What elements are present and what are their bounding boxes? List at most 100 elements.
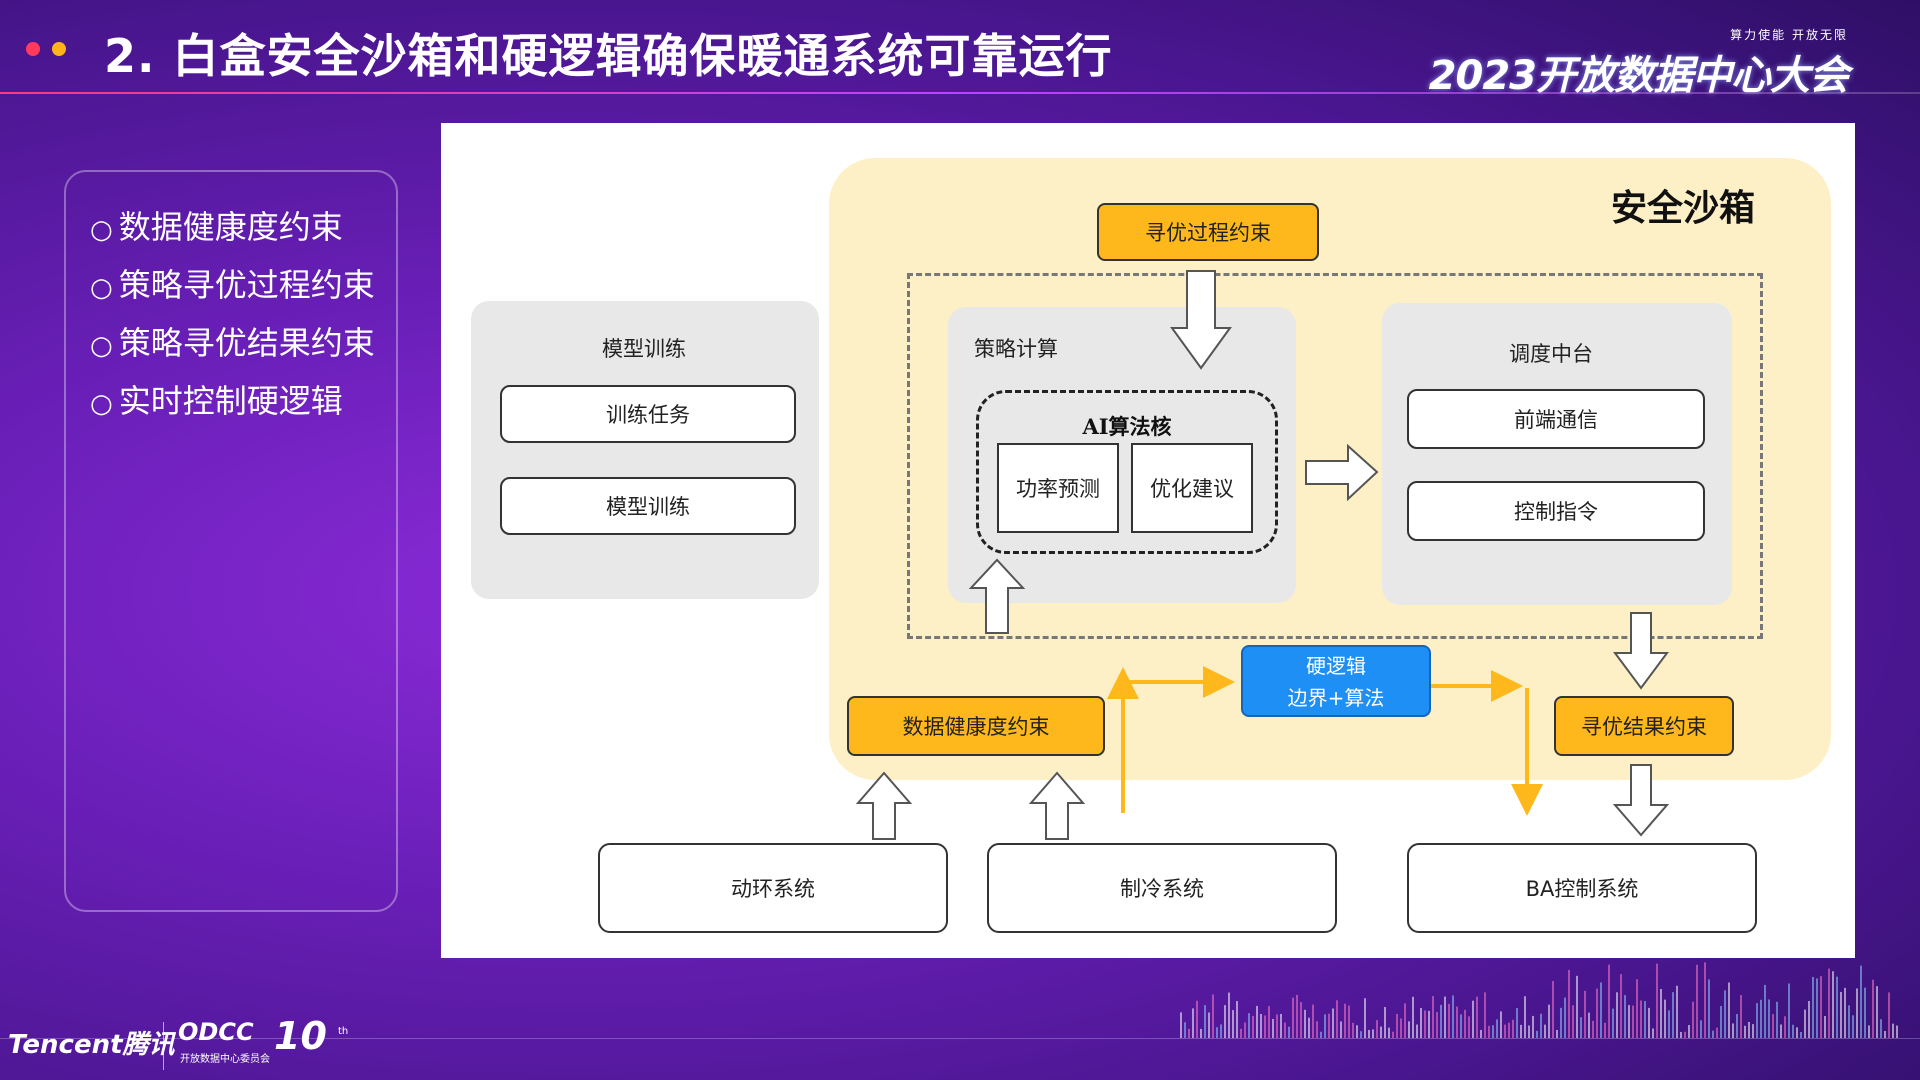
down-arrow-icon	[1170, 270, 1232, 370]
decorative-bar	[1700, 1020, 1702, 1038]
decorative-bar	[1252, 1015, 1254, 1038]
decorative-bar	[1476, 996, 1478, 1038]
decorative-bar	[1228, 992, 1230, 1038]
bullet-item: ○数据健康度约束	[90, 208, 343, 246]
decorative-bar	[1708, 979, 1710, 1038]
data-health-constraint-box: 数据健康度约束	[847, 696, 1105, 756]
decorative-bar	[1472, 1000, 1474, 1038]
bullet-item: ○实时控制硬逻辑	[90, 382, 343, 420]
decorative-bar	[1612, 1008, 1614, 1038]
model-training-title: 模型训练	[602, 337, 686, 361]
decorative-bar	[1364, 998, 1366, 1038]
decorative-bar	[1768, 999, 1770, 1038]
decorative-bar	[1300, 1002, 1302, 1038]
decorative-bar	[1204, 1005, 1206, 1038]
footer-separator	[163, 1022, 164, 1070]
decorative-bar	[1468, 1016, 1470, 1038]
down-arrow-icon	[1612, 764, 1670, 837]
decorative-bar	[1676, 985, 1678, 1038]
decorative-bar	[1544, 1024, 1546, 1038]
decorative-bar	[1548, 1004, 1550, 1038]
decorative-bar	[1464, 1009, 1466, 1038]
decorative-bar	[1304, 1009, 1306, 1038]
diagram-canvas: 安全沙箱 寻优过程约束 模型训练 训练任务 模型训练 策略计算 AI算法核 功率…	[441, 123, 1855, 958]
decorative-bar	[1568, 969, 1570, 1038]
dispatch-title: 调度中台	[1509, 342, 1593, 366]
decorative-bar	[1772, 1014, 1774, 1038]
decorative-bar	[1840, 991, 1842, 1038]
decorative-bar	[1872, 979, 1874, 1038]
decorative-bar	[1584, 990, 1586, 1038]
decorative-bar	[1292, 997, 1294, 1038]
up-arrow-icon	[1028, 771, 1086, 840]
optimization-dashed-area	[907, 273, 1763, 639]
decorative-bar	[1876, 986, 1878, 1038]
decorative-bar	[1416, 1024, 1418, 1038]
decorative-bar	[1272, 1019, 1274, 1038]
decorative-bar	[1656, 963, 1658, 1038]
decorative-bar	[1396, 1013, 1398, 1038]
decorative-bar	[1856, 988, 1858, 1038]
decorative-bar	[1724, 990, 1726, 1038]
dispatch-card	[1382, 303, 1732, 605]
odcc-subtitle: 开放数据中心委员会	[180, 1054, 270, 1065]
model-training-box: 模型训练	[500, 477, 796, 535]
hard-logic-line2: 边界+算法	[1287, 686, 1385, 710]
circle-bullet-icon: ○	[90, 331, 113, 361]
decorative-bar	[1456, 1006, 1458, 1038]
anniversary-suffix: th	[338, 1026, 349, 1037]
decorative-bar	[1484, 992, 1486, 1038]
decorative-bar	[1336, 1000, 1338, 1038]
decorative-bar	[1832, 971, 1834, 1038]
decorative-bar	[1512, 1019, 1514, 1038]
decorative-bar	[1680, 1031, 1682, 1038]
decorative-bar	[1352, 1022, 1354, 1038]
decorative-bar	[1588, 1012, 1590, 1038]
decorative-bar	[1288, 1026, 1290, 1038]
decorative-bar	[1392, 1031, 1394, 1038]
decorative-bar	[1400, 1018, 1402, 1038]
decorative-bar	[1384, 1007, 1386, 1038]
decorative-bar	[1216, 1027, 1218, 1038]
decorative-bar	[1532, 1015, 1534, 1038]
decorative-bar	[1316, 1021, 1318, 1038]
decorative-bar	[1592, 1020, 1594, 1038]
decorative-bar	[1780, 1024, 1782, 1038]
event-name: 2023开放数据中心大会	[1428, 53, 1849, 99]
decorative-bar	[1260, 1013, 1262, 1038]
decorative-bar	[1688, 1025, 1690, 1038]
sandbox-title: 安全沙箱	[1611, 188, 1756, 229]
decorative-bar	[1788, 983, 1790, 1038]
decorative-bar	[1192, 1008, 1194, 1038]
decorative-bar	[1804, 1009, 1806, 1038]
decorative-bar	[1628, 1005, 1630, 1038]
decorative-bar	[1748, 1021, 1750, 1038]
decorative-bar	[1428, 1010, 1430, 1038]
decorative-bar	[1500, 1011, 1502, 1038]
circle-bullet-icon: ○	[90, 215, 113, 245]
process-constraint-box: 寻优过程约束	[1097, 203, 1319, 261]
ai-core-title: AI算法核	[1082, 414, 1172, 439]
decorative-bar	[1412, 996, 1414, 1038]
decorative-bar	[1196, 1000, 1198, 1038]
bullet-item: ○策略寻优过程约束	[90, 266, 375, 304]
decorative-bar	[1424, 1010, 1426, 1038]
decorative-bar	[1620, 974, 1622, 1038]
event-logo: 算力使能 开放无限 2023开放数据中心大会	[1428, 26, 1849, 101]
decorative-bar	[1756, 1003, 1758, 1038]
decorative-bar	[1488, 1025, 1490, 1038]
decorative-bar	[1184, 1022, 1186, 1038]
decorative-bar	[1664, 999, 1666, 1038]
decorative-bar	[1284, 1022, 1286, 1038]
decorative-bar	[1452, 995, 1454, 1038]
decorative-bar	[1312, 1004, 1314, 1038]
bullet-panel: ○数据健康度约束 ○策略寻优过程约束 ○策略寻优结果约束 ○实时控制硬逻辑	[64, 170, 398, 912]
power-prediction-box: 功率预测	[997, 443, 1119, 533]
decorative-bar	[1848, 1005, 1850, 1038]
decorative-bar	[1824, 1015, 1826, 1038]
decorative-bar	[1232, 1010, 1234, 1038]
tencent-logo: Tencent腾讯	[8, 1030, 175, 1060]
decorative-bar	[1436, 1012, 1438, 1038]
decorative-bar	[1208, 1012, 1210, 1038]
decorative-bar	[1672, 992, 1674, 1038]
